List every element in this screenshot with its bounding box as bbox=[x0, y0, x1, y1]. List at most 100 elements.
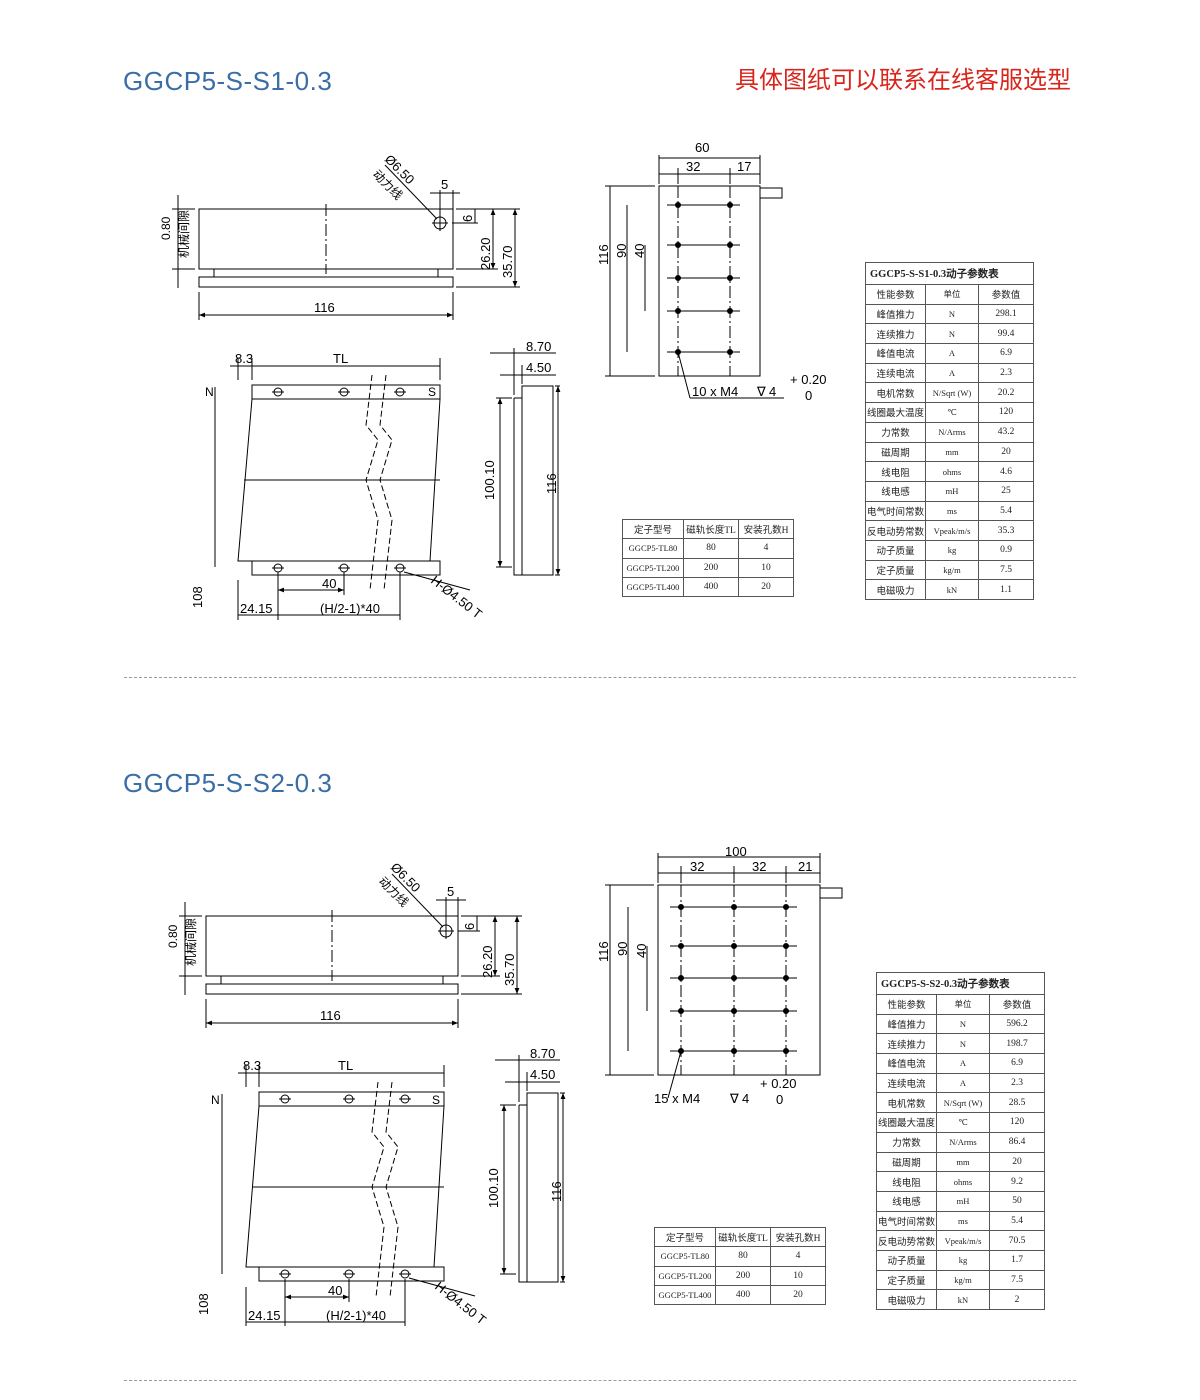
width-4-50-label: 4.50 bbox=[530, 1067, 555, 1082]
table-header-row: 定子型号 磁轨长度TL 安装孔数H bbox=[622, 518, 794, 540]
height-116-side-label: 116 bbox=[549, 1181, 564, 1202]
gap-label: 机械间隙 bbox=[183, 918, 198, 966]
south-label: S bbox=[428, 385, 436, 399]
svg-text:∇: ∇ bbox=[756, 384, 766, 399]
width-4-50-label: 4.50 bbox=[526, 360, 551, 375]
svg-text:∇: ∇ bbox=[729, 1091, 739, 1106]
top-h40-label: 40 bbox=[632, 244, 647, 258]
table-header-row: 性能参数单位参数值 bbox=[865, 284, 1034, 305]
height-26-20-label: 26.20 bbox=[480, 945, 495, 978]
table-header-row: 定子型号 磁轨长度TL 安装孔数H bbox=[654, 1226, 826, 1248]
table-row: GGCP5-TL400 400 20 bbox=[622, 576, 794, 598]
table-row: GGCP5-TL200 200 10 bbox=[622, 557, 794, 578]
top-a-label: 32 bbox=[690, 859, 704, 874]
top-b-label: 17 bbox=[737, 159, 751, 174]
stator-plan-view: N S 8.3 TL 40 24.15 (H/2-1 bbox=[190, 351, 485, 622]
stator-side-view: 100.10 116 8.70 4.50 bbox=[486, 1046, 566, 1283]
table-row: GGCP5-TL80 80 4 bbox=[622, 538, 794, 559]
tolerance-zero-label: 0 bbox=[805, 388, 812, 403]
table-row: GGCP5-TL400 400 20 bbox=[654, 1284, 826, 1306]
height-108-label: 108 bbox=[196, 1293, 211, 1315]
north-label: N bbox=[205, 385, 214, 399]
table-row: GGCP5-TL200 200 10 bbox=[654, 1265, 826, 1286]
offset-24-15-label: 24.15 bbox=[240, 601, 273, 616]
offset-8-3-label: 8.3 bbox=[235, 351, 253, 366]
height-35-70-label: 35.70 bbox=[502, 953, 517, 986]
top-h90-label: 90 bbox=[615, 942, 630, 956]
gap-label: 机械间隙 bbox=[176, 210, 191, 258]
height-26-20-label: 26.20 bbox=[478, 237, 493, 270]
top-total-label: 100 bbox=[725, 844, 747, 859]
table-row: GGCP5-TL80 80 4 bbox=[654, 1246, 826, 1267]
stator-table: 定子型号 磁轨长度TL 安装孔数H GGCP5-TL80 80 4 GGCP5-… bbox=[654, 1226, 826, 1306]
top-a-label: 32 bbox=[686, 159, 700, 174]
height-116-side-label: 116 bbox=[544, 473, 559, 494]
thread-spec-label: 15 x M4 bbox=[654, 1091, 700, 1106]
mover-top-view: 100 32 32 21 116 90 40 15 x M bbox=[596, 844, 843, 1107]
section-divider bbox=[124, 1380, 1076, 1381]
width-8-70-label: 8.70 bbox=[526, 339, 551, 354]
top-a2-label: 32 bbox=[752, 859, 766, 874]
offset-6-label: 6 bbox=[460, 215, 475, 222]
parameter-table-caption: GGCP5-S-S1-0.3动子参数表 bbox=[865, 262, 1034, 284]
section-title-s1: GGCP5-S-S1-0.3 bbox=[123, 66, 333, 96]
top-h116-label: 116 bbox=[596, 244, 611, 265]
height-35-70-label: 35.70 bbox=[500, 245, 515, 278]
offset-6-label: 6 bbox=[462, 923, 477, 930]
pitch-40-label: 40 bbox=[322, 576, 336, 591]
top-h116-label: 116 bbox=[596, 941, 611, 962]
top-b-label: 21 bbox=[798, 859, 812, 874]
tolerance-plus-label: + 0.20 bbox=[760, 1076, 797, 1091]
top-h90-label: 90 bbox=[614, 244, 629, 258]
tolerance-zero-label: 0 bbox=[776, 1092, 783, 1107]
height-100-10-label: 100.10 bbox=[486, 1168, 501, 1208]
pitch-formula-label: (H/2-1)*40 bbox=[320, 601, 380, 616]
tl-label: TL bbox=[338, 1058, 353, 1073]
width-116-label: 116 bbox=[320, 1008, 341, 1023]
thread-depth-label: 4 bbox=[769, 384, 776, 399]
table-header-row: 性能参数单位参数值 bbox=[876, 994, 1045, 1015]
stator-table: 定子型号 磁轨长度TL 安装孔数H GGCP5-TL80 80 4 GGCP5-… bbox=[622, 518, 794, 598]
thread-spec-label: 10 x M4 bbox=[692, 384, 738, 399]
stator-side-view: 100.10 116 8.70 4.50 bbox=[482, 339, 561, 576]
gap-value-label: 0.80 bbox=[159, 216, 173, 240]
tl-label: TL bbox=[333, 351, 348, 366]
pitch-formula-label: (H/2-1)*40 bbox=[326, 1308, 386, 1323]
top-h40-label: 40 bbox=[634, 944, 649, 958]
mount-hole-label: H-Ø4.50 T bbox=[432, 1279, 489, 1328]
top-total-label: 60 bbox=[695, 140, 709, 155]
height-108-label: 108 bbox=[190, 586, 205, 608]
stator-plan-view: N S 8.3 TL 40 24.15 (H/2-1)*40 108 bbox=[196, 1058, 489, 1328]
tolerance-plus-label: + 0.20 bbox=[790, 372, 827, 387]
contact-notice: 具体图纸可以联系在线客服选型 bbox=[735, 66, 1071, 94]
